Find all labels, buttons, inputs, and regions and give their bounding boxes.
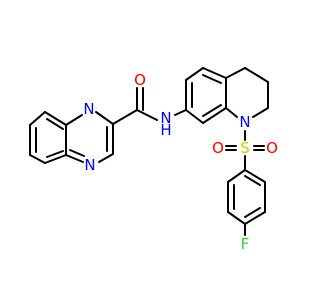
atom-label-o: O [212,139,224,157]
bond [65,114,83,126]
bond [225,107,238,118]
atom-label-o: O [266,139,278,157]
atom-label-n: N [160,109,171,127]
bond [227,169,246,183]
atom-label-f: F [241,235,250,253]
bond [244,175,261,186]
bond [244,67,269,83]
bond [44,111,67,126]
atom-label-h: H [160,121,171,139]
bond [95,111,114,125]
bond [136,109,158,121]
bond [112,109,138,125]
bond [174,109,187,116]
bond [29,154,46,164]
bond [185,67,204,81]
bond [244,211,266,225]
atom-label-s: S [240,139,250,157]
bond [227,211,246,225]
bond [252,107,269,118]
bonds [29,67,269,236]
bond [46,118,64,130]
bond [244,169,266,183]
bond [185,109,204,124]
atom-label-o: O [134,71,146,89]
bond [225,67,246,79]
bond [65,154,84,163]
bond [69,149,85,157]
bond [202,107,227,124]
atom-label-n: N [83,100,94,118]
bond [98,153,114,163]
bond [46,150,64,158]
atom-label-n: N [84,156,95,174]
atom-labels: O N H N N N S O O F [83,71,278,253]
structure-canvas: O N H N N N S O O F [29,67,278,253]
bond [29,111,46,126]
bond [202,104,222,117]
bond [244,207,261,218]
bond [202,74,222,84]
molecule-diagram: O N H N N N S O O F [29,67,278,253]
bond [44,154,67,164]
bond [202,67,227,79]
atom-label-n: N [239,113,250,131]
